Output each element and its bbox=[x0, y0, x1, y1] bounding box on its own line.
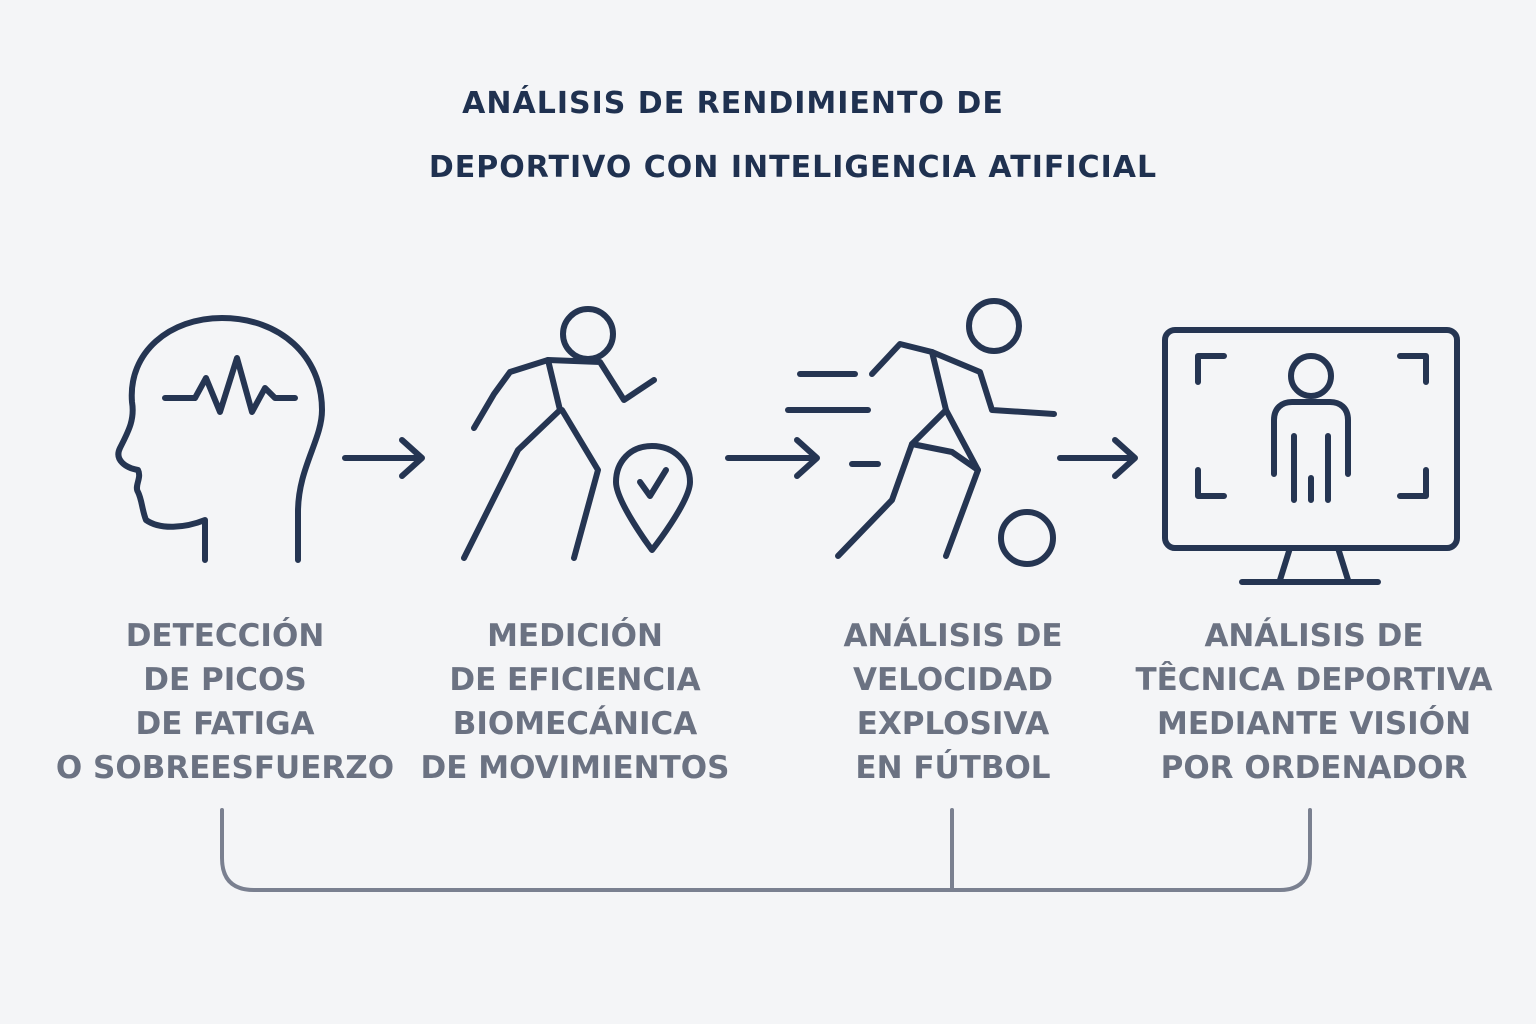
step-label-vision: ANÁLISIS DE TÊCNICA DEPORTIVA MEDIANTE V… bbox=[1135, 618, 1493, 786]
step-label-velocity: ANÁLISIS DE VELOCIDAD EXPLOSIVA EN FÚTBO… bbox=[843, 618, 1063, 786]
page-title: ANÁLISIS DE RENDIMIENTO DE DEPORTIVO CON… bbox=[0, 72, 1536, 200]
monitor-person-icon bbox=[1162, 327, 1460, 585]
arrow-right-icon bbox=[725, 437, 820, 479]
arrow-right-icon bbox=[342, 437, 425, 479]
soccer-player-icon bbox=[785, 298, 1057, 567]
title-line-1: ANÁLISIS DE RENDIMIENTO DE bbox=[462, 86, 1004, 121]
runner-check-icon bbox=[461, 306, 693, 561]
title-line-2: DEPORTIVO CON INTELIGENCIA ATIFICIAL bbox=[428, 150, 1158, 185]
head-pulse-icon bbox=[115, 315, 325, 563]
arrow-right-icon bbox=[1057, 437, 1138, 479]
step-label-fatigue: DETECCIÓN DE PICOS DE FATIGA O SOBREESFU… bbox=[55, 618, 395, 786]
bottom-bracket bbox=[220, 808, 1312, 892]
step-label-biomechanics: MEDICIÓN DE EFICIENCIA BIOMECÁNICA DE MO… bbox=[420, 618, 730, 786]
